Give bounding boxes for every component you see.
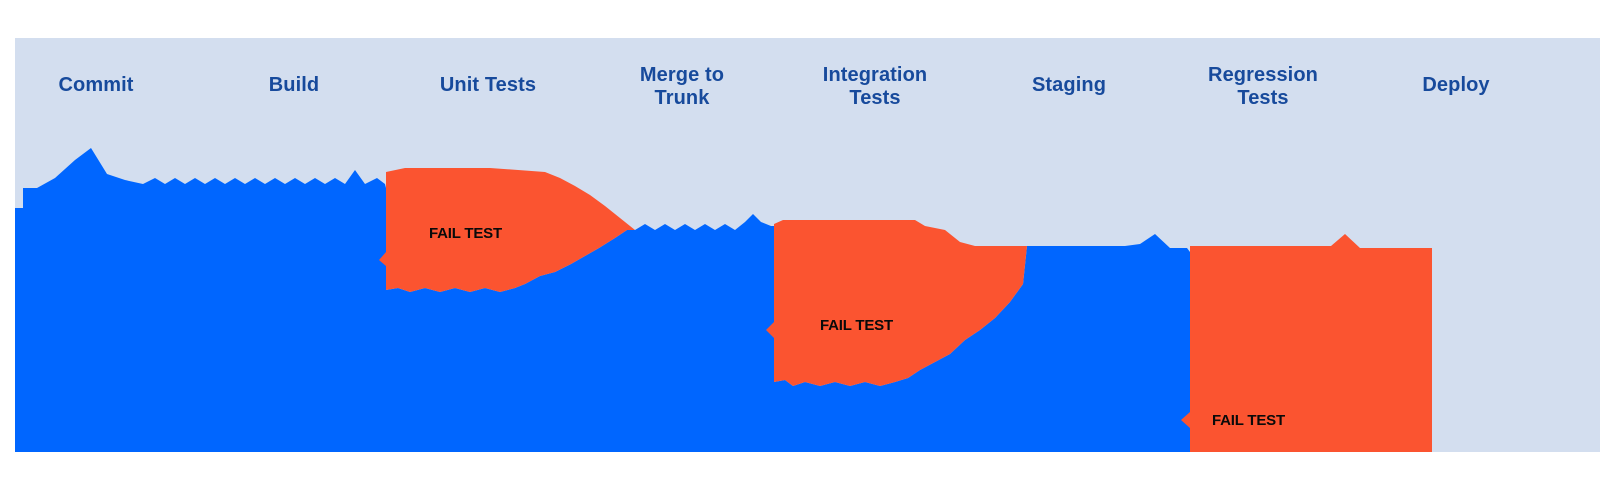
stage-label-staging: Staging [1031, 74, 1107, 96]
pass-area-under-unit-fail [386, 188, 774, 452]
fail-area-integration-tests [766, 220, 1027, 386]
pipeline-panel [15, 38, 1600, 452]
stage-label-build: Build [268, 74, 320, 96]
pipeline-area-chart [15, 148, 1432, 452]
fail-test-label-unit-tests: FAIL TEST [429, 225, 502, 242]
fail-test-label-integration-tests: FAIL TEST [820, 317, 893, 334]
stage-label-unit-tests: Unit Tests [439, 74, 537, 96]
stage-label-commit: Commit [58, 74, 134, 96]
stage-label-deploy: Deploy [1422, 74, 1490, 96]
stage-label-merge-to-trunk: Merge to Trunk [639, 64, 725, 109]
stage-label-regression-tests: Regression Tests [1208, 64, 1318, 109]
fail-test-label-regression-tests: FAIL TEST [1212, 412, 1285, 429]
stage-label-integration-tests: Integration Tests [822, 64, 928, 109]
pass-area-commit-build [15, 148, 386, 452]
pass-area-under-integration-fail [774, 226, 1190, 452]
fail-area-regression-tests [1181, 234, 1432, 452]
fail-area-unit-tests [379, 168, 635, 292]
